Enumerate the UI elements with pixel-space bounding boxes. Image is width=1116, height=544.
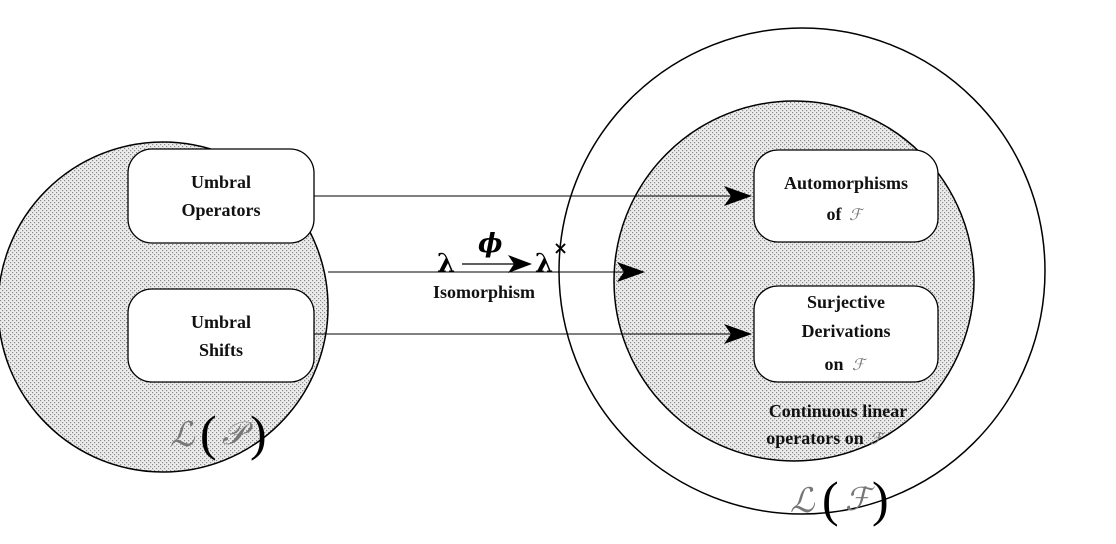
umbral-operators-box: [127, 148, 315, 244]
left-set-script-L: ℒ: [170, 415, 196, 455]
lambda-superscript: ×: [553, 238, 568, 259]
automorphisms-box: [753, 149, 939, 243]
arrow-shifts-to-derivations: [314, 324, 752, 344]
arrow-lambda-phi: [462, 255, 532, 273]
automorphisms-line1: Automorphisms: [784, 173, 908, 193]
umbral-shifts-box: [127, 288, 315, 383]
continuous-caption-line2: operators on: [766, 428, 864, 448]
umbral-operators-line1: Umbral: [191, 172, 251, 192]
umbral-shifts-line2: Shifts: [199, 340, 243, 360]
continuous-caption-symbol: ℱ: [870, 429, 886, 448]
left-set-close-paren: ): [250, 405, 267, 461]
right-set-open-paren: (: [822, 471, 839, 527]
lambda-codomain: λ: [535, 249, 553, 279]
umbral-operators-line2: Operators: [182, 200, 261, 220]
lambda-domain: λ: [437, 249, 455, 279]
right-set-close-paren: ): [872, 471, 889, 527]
phi-symbol: ϕ: [478, 229, 502, 259]
surjective-symbol: ℱ: [852, 355, 868, 374]
continuous-caption-line1: Continuous linear: [769, 401, 908, 421]
right-set-script-L: ℒ: [790, 481, 816, 521]
surjective-line2: Derivations: [802, 321, 891, 341]
left-set-open-paren: (: [200, 405, 217, 461]
umbral-shifts-line1: Umbral: [191, 312, 251, 332]
arrow-operators-to-automorphisms: [314, 186, 752, 206]
automorphisms-line2: of: [827, 204, 843, 224]
surjective-line3: on: [824, 354, 843, 374]
automorphisms-symbol: ℱ: [849, 205, 865, 224]
surjective-line1: Surjective: [807, 292, 885, 312]
isomorphism-caption: Isomorphism: [433, 282, 535, 302]
surjective-derivations-box: [753, 285, 939, 383]
arrow-isomorphism: [328, 262, 645, 282]
